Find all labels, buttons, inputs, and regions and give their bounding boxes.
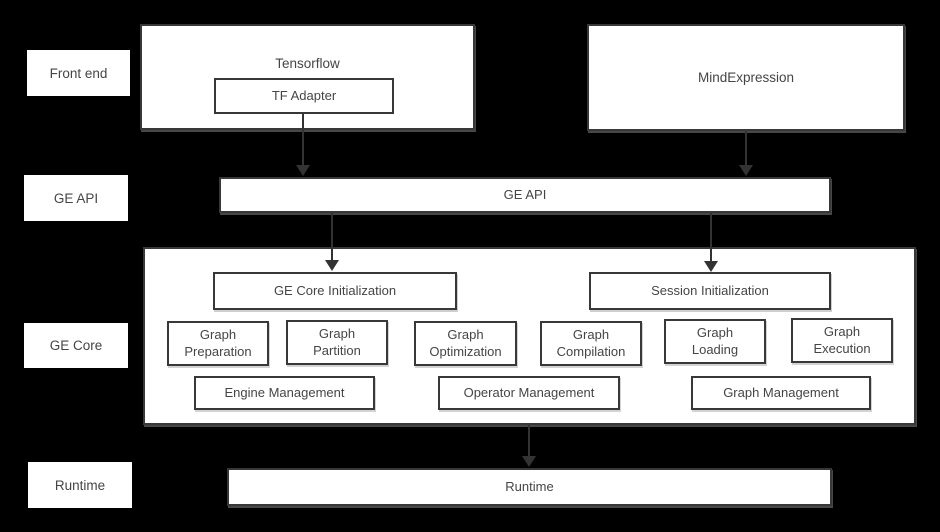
arrow-ge-api-to-session-initialization — [704, 213, 718, 272]
engine-management-box: Engine Management — [194, 376, 375, 410]
ge-api-bar: GE API — [219, 177, 831, 213]
graph-management-box: Graph Management — [691, 376, 871, 410]
ge-core-initialization-box: GE Core Initialization — [213, 272, 457, 310]
arrow-ge-core-to-runtime — [522, 425, 536, 467]
tf-adapter-box: TF Adapter — [214, 78, 394, 114]
graph-preparation-box: Graph Preparation — [167, 321, 269, 366]
runtime-bar: Runtime — [227, 468, 832, 506]
operator-management-box: Operator Management — [438, 376, 620, 410]
row-label-runtime: Runtime — [28, 462, 132, 508]
tensorflow-label: Tensorflow — [275, 56, 340, 71]
graph-partition-line2: Partition — [313, 342, 361, 358]
ge-core-container: GE Core Initialization Session Initializ… — [143, 247, 916, 425]
graph-optimization-line1: Graph — [447, 326, 484, 342]
graph-compilation-line2: Compilation — [556, 343, 626, 359]
row-label-ge-core: GE Core — [24, 323, 128, 368]
arrow-mindexpression-to-ge-api — [739, 131, 753, 176]
graph-compilation-line1: Graph — [572, 326, 610, 342]
graph-execution-line2: Execution — [813, 340, 871, 356]
row-label-ge-api: GE API — [24, 175, 128, 221]
tensorflow-box: Tensorflow TF Adapter — [140, 24, 475, 130]
graph-loading-box: Graph Loading — [664, 319, 766, 364]
session-initialization-box: Session Initialization — [589, 272, 831, 310]
graph-loading-line1: Graph — [696, 324, 734, 340]
graph-partition-box: Graph Partition — [286, 320, 388, 365]
graph-loading-line2: Loading — [691, 341, 739, 357]
graph-preparation-line2: Preparation — [184, 343, 252, 359]
graph-optimization-box: Graph Optimization — [414, 321, 517, 366]
graph-partition-line1: Graph — [318, 325, 356, 341]
graph-optimization-line2: Optimization — [429, 343, 502, 359]
graph-execution-line1: Graph — [823, 323, 861, 339]
graph-preparation-line1: Graph — [199, 326, 237, 342]
graph-compilation-box: Graph Compilation — [540, 321, 642, 366]
graph-execution-box: Graph Execution — [791, 318, 893, 363]
mindexpression-box: MindExpression — [587, 24, 905, 131]
arrow-tf-adapter-to-ge-api — [296, 114, 310, 176]
arrow-ge-api-to-ge-core-initialization — [325, 213, 339, 271]
row-label-front-end: Front end — [27, 50, 130, 96]
